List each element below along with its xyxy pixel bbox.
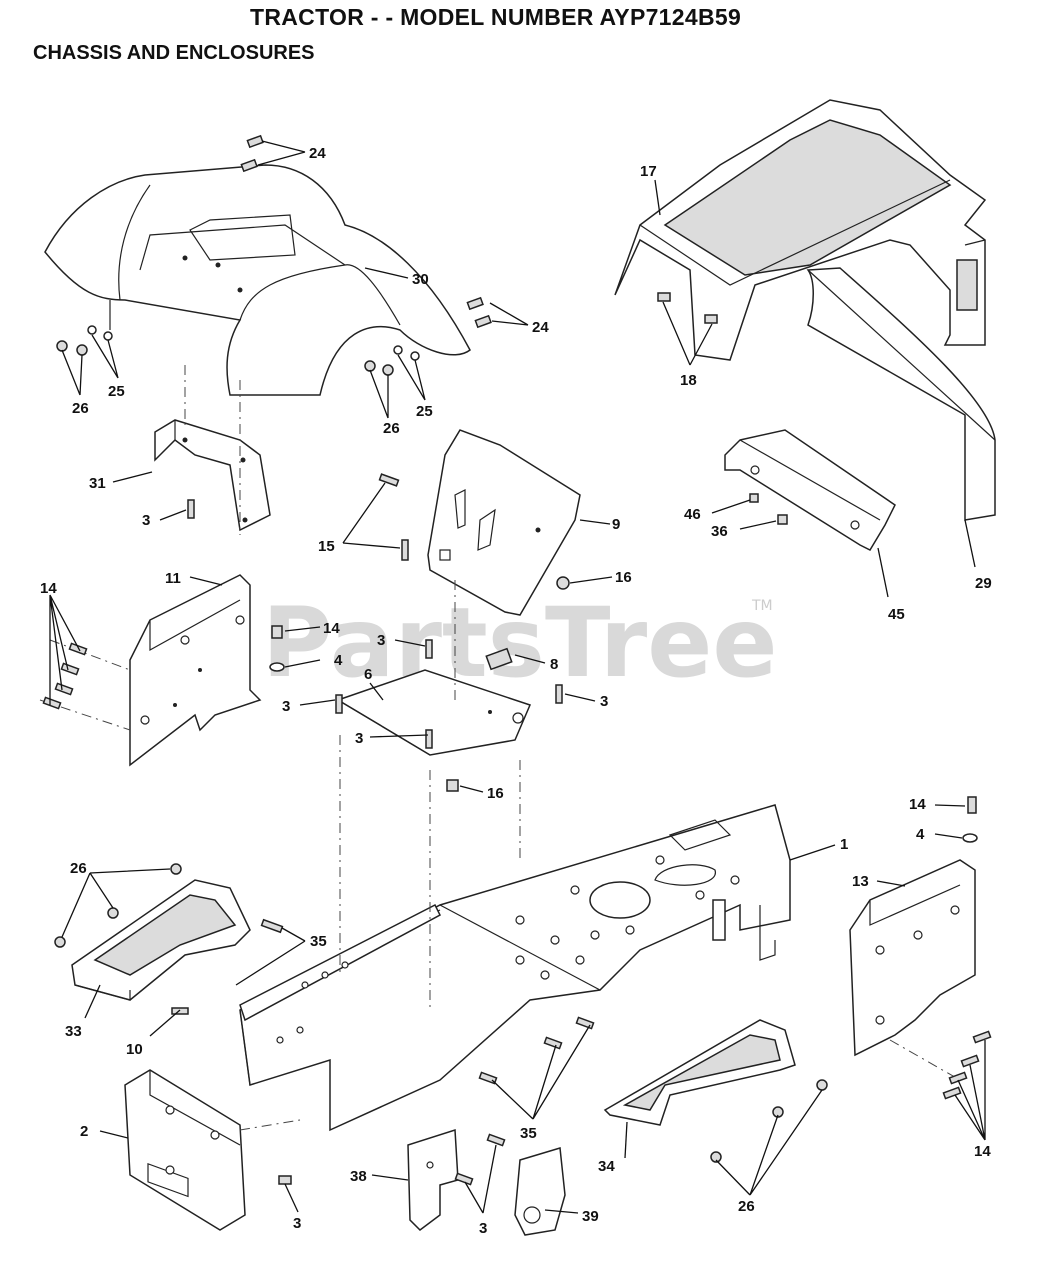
watermark-tm: TM xyxy=(751,598,773,614)
part-31-bracket xyxy=(154,419,271,532)
callout-3: 3 xyxy=(355,730,363,747)
callout-8: 8 xyxy=(550,656,558,673)
callout-17: 17 xyxy=(640,163,657,180)
callout-16: 16 xyxy=(615,569,632,586)
callout-14: 14 xyxy=(40,580,57,597)
callout-30: 30 xyxy=(412,271,429,288)
callout-3: 3 xyxy=(142,512,150,529)
fasteners xyxy=(42,134,992,1186)
callout-26: 26 xyxy=(72,400,89,417)
callout-14: 14 xyxy=(974,1143,991,1160)
part-38-bracket xyxy=(407,1128,459,1231)
callout-14: 14 xyxy=(323,620,340,637)
callout-3: 3 xyxy=(377,632,385,649)
callout-26: 26 xyxy=(738,1198,755,1215)
assembly-lines xyxy=(39,365,961,1131)
callout-46: 46 xyxy=(684,506,701,523)
part-17-hood xyxy=(614,99,987,361)
callout-9: 9 xyxy=(612,516,620,533)
callout-16: 16 xyxy=(487,785,504,802)
callout-3: 3 xyxy=(282,698,290,715)
callout-14: 14 xyxy=(909,796,926,813)
callout-10: 10 xyxy=(126,1041,143,1058)
part-33-footrest xyxy=(71,879,251,1001)
callout-26: 26 xyxy=(70,860,87,877)
callout-29: 29 xyxy=(975,575,992,592)
callout-34: 34 xyxy=(598,1158,615,1175)
callout-45: 45 xyxy=(888,606,905,623)
callout-13: 13 xyxy=(852,873,869,890)
part-45-bracket xyxy=(724,429,896,551)
callout-39: 39 xyxy=(582,1208,599,1225)
callout-18: 18 xyxy=(680,372,697,389)
callout-15: 15 xyxy=(318,538,335,555)
part-39-bracket xyxy=(514,1147,566,1236)
callout-35: 35 xyxy=(520,1125,537,1142)
callout-4: 4 xyxy=(334,652,343,669)
callout-3: 3 xyxy=(479,1220,487,1237)
callout-11: 11 xyxy=(165,570,181,587)
diagram-title: TRACTOR - - MODEL NUMBER AYP7124B59 xyxy=(250,4,742,30)
callout-2: 2 xyxy=(80,1123,88,1140)
callout-24: 24 xyxy=(532,319,549,336)
part-11-side-panel xyxy=(129,574,262,767)
callout-31: 31 xyxy=(89,475,106,492)
part-9-plate xyxy=(427,429,581,616)
callout-3: 3 xyxy=(293,1215,301,1232)
diagram-subtitle: CHASSIS AND ENCLOSURES xyxy=(33,42,315,64)
callout-36: 36 xyxy=(711,523,728,540)
part-6-floor-plate xyxy=(336,669,532,756)
callout-3: 3 xyxy=(600,693,608,710)
callout-4: 4 xyxy=(916,826,925,843)
callout-35: 35 xyxy=(310,933,327,950)
callout-26: 26 xyxy=(383,420,400,437)
part-29-dash-panel xyxy=(806,267,996,521)
callout-24: 24 xyxy=(309,145,326,162)
part-30-rear-fender xyxy=(44,164,471,396)
leader-lines xyxy=(49,140,986,1214)
callout-6: 6 xyxy=(364,666,372,683)
callout-1: 1 xyxy=(840,836,848,853)
callout-25: 25 xyxy=(416,403,433,420)
part-2-rear-plate xyxy=(124,1069,246,1231)
callout-38: 38 xyxy=(350,1168,367,1185)
callout-labels: 24 30 24 17 18 25 26 25 26 31 3 15 9 16 … xyxy=(40,145,992,1237)
part-13-side-panel xyxy=(849,859,976,1057)
part-8-clip xyxy=(485,647,513,671)
callout-25: 25 xyxy=(108,383,125,400)
part-34-footrest xyxy=(603,1019,796,1126)
callout-33: 33 xyxy=(65,1023,82,1040)
